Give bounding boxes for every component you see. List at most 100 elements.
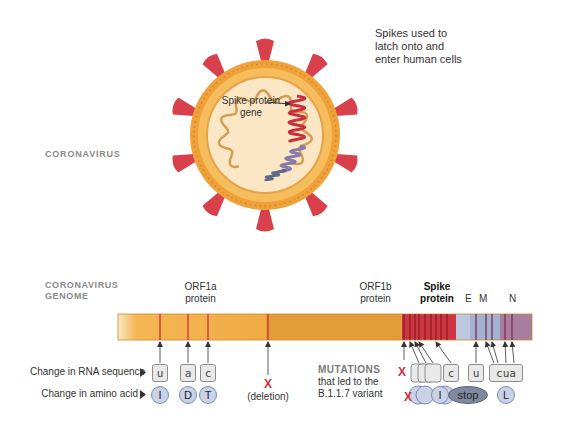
mutation-mark <box>409 314 410 340</box>
mutation-marks <box>160 314 512 340</box>
leader-line <box>404 342 405 360</box>
pointer-triangle <box>140 368 146 377</box>
oval-shape <box>498 387 515 404</box>
gene-helix <box>277 146 305 173</box>
amino-acid: D <box>184 390 192 401</box>
rna-codon-box: c <box>443 364 459 382</box>
m-segment <box>470 314 500 340</box>
pointer-triangle <box>140 390 146 399</box>
genome-bar <box>118 314 532 340</box>
rna-codon-box: cua <box>489 364 523 382</box>
text-label: Spikes used to latch onto and enter huma… <box>375 27 470 67</box>
text-label: E <box>465 293 472 305</box>
amino-acid-oval: T <box>199 386 217 404</box>
mutation-mark <box>424 314 425 340</box>
deletion-mark: X <box>262 377 274 391</box>
mutation-mark <box>418 314 419 340</box>
orf1b-segment <box>266 314 402 340</box>
rna-base: u <box>157 368 164 379</box>
text-label: N <box>509 293 516 305</box>
text-label: MUTATIONS <box>318 364 380 376</box>
spike-gene-helix <box>289 96 305 142</box>
mutation-mark <box>403 314 404 340</box>
leader-line <box>268 342 269 375</box>
virus-envelope <box>207 77 323 193</box>
text-label: CORONAVIRUS GENOME <box>45 280 123 302</box>
virus-envelope <box>198 68 332 202</box>
deletion-mark: X <box>396 365 408 379</box>
rna-codon-box: u <box>468 364 484 382</box>
leader-line <box>505 342 506 363</box>
text-label: M <box>479 293 487 305</box>
mutation-mark <box>435 314 436 340</box>
leader-line <box>415 342 426 363</box>
mutation-mark <box>430 314 431 340</box>
rna-base: c <box>448 368 455 379</box>
mutation-mark <box>511 314 512 340</box>
mutation-mark <box>414 314 415 340</box>
amino-acid: I <box>438 390 441 401</box>
genome-outline <box>118 314 532 340</box>
text-label: that led to the B.1.1.7 variant <box>318 376 403 400</box>
rna-base: u <box>473 368 480 379</box>
rna-base: a <box>185 368 192 379</box>
leader-line <box>160 342 161 363</box>
leader-line <box>486 342 494 363</box>
text-label: Spike protein <box>412 281 462 305</box>
virus-illustration <box>170 39 359 232</box>
mutation-mark <box>267 314 268 340</box>
leader-line <box>436 342 451 363</box>
amino-acid: T <box>205 390 212 401</box>
mutation-mark <box>475 314 476 340</box>
oval-shape <box>432 387 449 404</box>
spike-segment <box>402 314 456 340</box>
rna-base: c <box>205 368 212 379</box>
text-label: Spike protein gene <box>216 95 286 119</box>
rna-codon-box: c <box>200 364 216 382</box>
n-segment <box>500 314 532 340</box>
leader-line <box>410 342 419 363</box>
mutation-mark <box>187 314 188 340</box>
amino-acid-oval: D <box>179 386 197 404</box>
leader-line <box>188 342 189 363</box>
leader-line <box>476 342 477 363</box>
rna-box <box>425 364 441 382</box>
mutation-mark <box>491 314 492 340</box>
amino-acid-oval: stop <box>448 386 488 404</box>
oval-shape <box>449 387 488 404</box>
oval-shape <box>200 387 217 404</box>
leader-line <box>419 342 433 363</box>
amino-acid: stop <box>458 390 479 401</box>
text-label: ORF1b protein <box>353 281 398 305</box>
amino-acid-oval: L <box>497 386 515 404</box>
membrane-dots <box>194 64 336 206</box>
mutation-mark <box>207 314 208 340</box>
text-label: CORONAVIRUS <box>45 149 121 160</box>
rna-base: cua <box>496 368 516 379</box>
oval-shape <box>180 387 197 404</box>
gene-helix <box>265 170 286 180</box>
amino-acid: L <box>503 390 509 401</box>
text-label: Change in RNA sequence <box>30 366 138 378</box>
mutation-mark <box>485 314 486 340</box>
text-label: (deletion) <box>240 391 296 403</box>
rna-codon-box: u <box>152 364 168 382</box>
amino-acid-oval: I <box>151 386 169 404</box>
mutation-mark <box>440 314 441 340</box>
leader-line <box>512 342 514 363</box>
mutation-mark <box>446 314 447 340</box>
deletion-mark: X <box>402 390 414 404</box>
orf1a-segment <box>118 314 268 340</box>
text-label: ORF1a protein <box>178 281 223 305</box>
text-label: Change in amino acid <box>30 388 138 400</box>
leader-line <box>208 342 209 363</box>
amino-acid: I <box>158 390 161 401</box>
oval-shape <box>152 387 169 404</box>
mutation-mark <box>504 314 505 340</box>
rna-codon-box: a <box>180 364 196 382</box>
mutation-mark <box>159 314 160 340</box>
virus-envelope <box>190 60 340 210</box>
amino-acid-oval: I <box>431 386 449 404</box>
e-segment <box>456 314 470 340</box>
